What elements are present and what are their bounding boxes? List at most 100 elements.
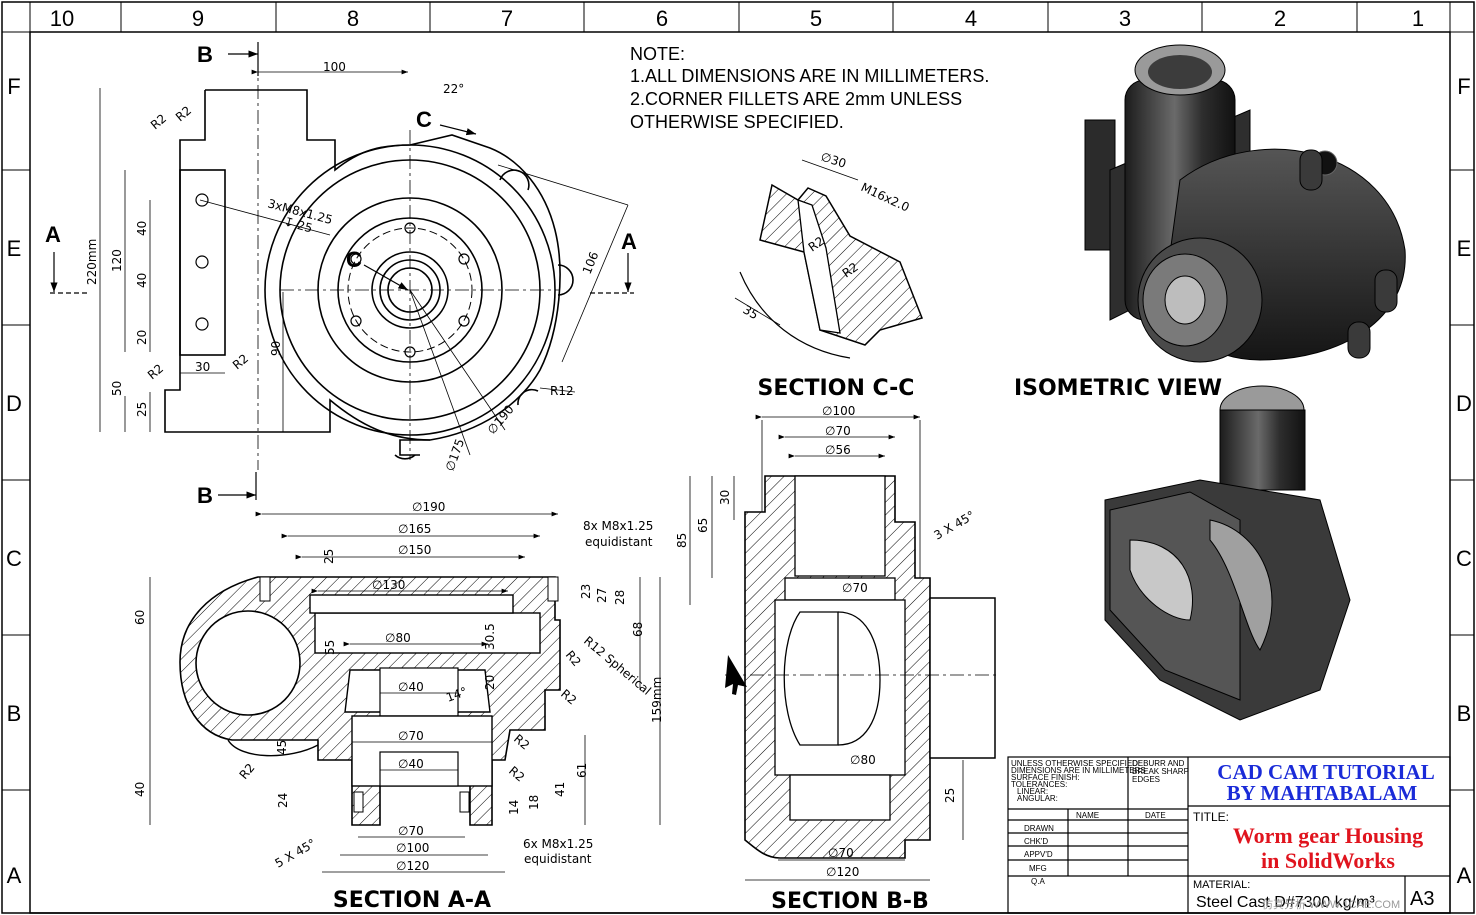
zone-col-7: 7 [501,6,513,31]
section-bb: ∅100 ∅70 ∅56 30 65 85 3 X 45° ∅70 ∅80 25… [675,404,1000,914]
aa-dim-25: 25 [322,549,336,564]
tb-row-mfg: MFG [1029,864,1047,873]
aa-dim-r12-spherical: R12 Spherical [581,634,654,698]
bb-dim-65: 65 [696,518,710,533]
aa-dim-r2-c: R2 [511,732,532,753]
zone-row-c: C [6,546,22,571]
dim-106: 106 [580,250,602,276]
marker-b-bottom: B [197,483,213,508]
isometric-model-section [1104,385,1351,721]
section-aa-title: SECTION A-A [333,888,491,913]
dim-r12: R12 [550,384,574,398]
dim-50: 50 [110,381,124,396]
zone-col-1: 1 [1412,6,1424,31]
aa-dim-24: 24 [276,793,290,808]
tb-title-label: TITLE: [1193,810,1229,824]
tb-spec-3: SURFACE FINISH: [1011,773,1079,782]
bb-dim-dia-80: ∅80 [850,753,876,767]
mouse-cursor-icon [725,655,747,695]
zone-col-6: 6 [656,6,668,31]
zone-col-5: 5 [810,6,822,31]
aa-dim-14: 14 [507,800,521,815]
aa-dim-55: 55 [323,640,337,655]
tb-row-qa: Q.A [1031,877,1045,886]
notes-heading: NOTE: [630,44,685,64]
bb-dim-dia-100: ∅100 [822,404,855,418]
dim-90: 90 [269,341,283,356]
marker-c-top: C [416,107,432,132]
dim-r2-d: R2 [145,361,166,382]
dim-r2-a: R2 [173,103,194,124]
dim-r2-c: R2 [230,351,251,372]
title-block: UNLESS OTHERWISE SPECIFIED: DIMENSIONS A… [1007,756,1451,914]
zone-row-e: E [7,236,22,261]
aa-dim-dia-70-a: ∅70 [398,729,424,743]
bb-dim-chamfer: 3 X 45° [932,508,978,543]
zone-row-a: A [7,863,22,888]
aa-dim-60: 60 [133,610,147,625]
tb-row-chkd: CHK'D [1024,837,1048,846]
tb-material-label: MATERIAL: [1193,879,1250,891]
marker-c-center: C [346,247,362,272]
zone-col-9: 9 [192,6,204,31]
tb-deburr-1: DEBURR AND [1132,759,1185,768]
dim-dia-175: ∅175 [443,437,468,473]
tb-material-value: Steel Cast D#7300 kg/m³ [1196,894,1375,911]
bb-dim-dia-70-b: ∅70 [842,581,868,595]
aa-dim-equidistant-1: equidistant [585,535,653,549]
zone-row-d: D [6,391,22,416]
cc-dim-thread: M16x2.0 [859,180,912,215]
zone-col-4: 4 [965,6,977,31]
aa-dim-45: 45 [275,740,289,755]
zone-col-10: 10 [50,6,74,31]
dim-120: 120 [110,249,124,272]
dim-20: 20 [135,330,149,345]
dim-30: 30 [195,360,210,374]
aa-dim-41: 41 [553,782,567,797]
aa-dim-r2-d: R2 [506,764,527,785]
zone-row-a-right: A [1457,863,1472,888]
marker-a-left: A [45,222,61,247]
dim-220mm: 220mm [85,239,99,285]
aa-dim-chamfer: 5 X 45° [273,836,319,871]
tb-spec-5: LINEAR: [1017,787,1048,796]
zone-col-3: 3 [1119,6,1131,31]
watermark: 仿真分析 WWW.1CAE.COM [1262,897,1400,911]
zone-row-f-right: F [1457,74,1470,99]
bb-dim-dia-70-c: ∅70 [828,846,854,860]
aa-dim-dia-70-b: ∅70 [398,824,424,838]
tb-row-appvd: APPV'D [1024,850,1053,859]
dim-25: 25 [135,402,149,417]
marker-a-right: A [621,229,637,254]
zone-row-b: B [7,701,22,726]
isometric-model-top [1084,44,1406,363]
section-bb-title: SECTION B-B [771,889,929,914]
aa-dim-23: 23 [579,584,593,599]
aa-dim-r2-e: R2 [237,761,258,782]
aa-dim-dia-130: ∅130 [372,578,405,592]
zone-row-d-right: D [1456,391,1472,416]
tb-spec-1: UNLESS OTHERWISE SPECIFIED: [1011,759,1140,768]
aa-dim-61: 61 [575,763,589,778]
tb-row-drawn: DRAWN [1024,824,1054,833]
aa-dim-30-5: 30.5 [483,623,497,650]
tb-title-line-2: in SolidWorks [1261,848,1395,873]
zone-row-f: F [7,74,20,99]
zone-col-2: 2 [1274,6,1286,31]
notes-block: NOTE: 1.ALL DIMENSIONS ARE IN MILLIMETER… [630,44,989,132]
aa-dim-dia-80: ∅80 [385,631,411,645]
tb-spec-6: ANGULAR: [1017,794,1058,803]
zone-column-labels: 10 9 8 7 6 5 4 3 2 1 [50,6,1424,31]
isometric-view: ISOMETRIC VIEW [1014,44,1406,721]
dim-r2-b: R2 [148,111,169,132]
tb-sheet-size: A3 [1410,888,1434,910]
tb-col-name: NAME [1076,811,1099,820]
aa-dim-equidistant-2: equidistant [524,852,592,866]
notes-line-2: 2.CORNER FILLETS ARE 2mm UNLESS [630,89,962,109]
front-view-dimensions [99,69,629,456]
bb-dim-25: 25 [943,788,957,803]
isometric-title: ISOMETRIC VIEW [1014,376,1222,401]
aa-dim-40: 40 [133,782,147,797]
tb-deburr-2: BREAK SHARP [1132,767,1189,776]
